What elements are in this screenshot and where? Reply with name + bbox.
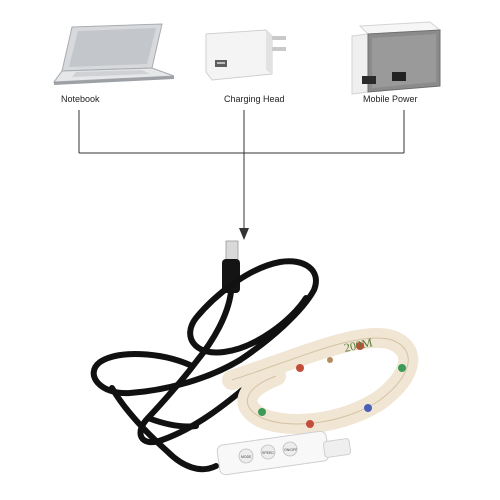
usb-cable: [90, 258, 319, 473]
led-strip: [222, 327, 419, 434]
usb-wall-adapter-icon: [205, 29, 286, 81]
strip-controller: [216, 430, 352, 476]
laptop-icon: [52, 23, 175, 85]
controller-button-on-off: ON/OFF: [284, 448, 297, 452]
controller-button-mode: MODE: [241, 455, 252, 459]
power-bank-icon: [351, 21, 442, 95]
strip-tape-text: 200M: [343, 335, 374, 355]
connector-arrowhead: [239, 228, 249, 240]
source-label-notebook: Notebook: [61, 94, 100, 104]
source-label-mobile-power: Mobile Power: [363, 94, 418, 104]
controller-button-speed: SPEED: [262, 451, 274, 455]
source-label-charging-head: Charging Head: [224, 94, 285, 104]
connector-lines: [78, 110, 405, 230]
